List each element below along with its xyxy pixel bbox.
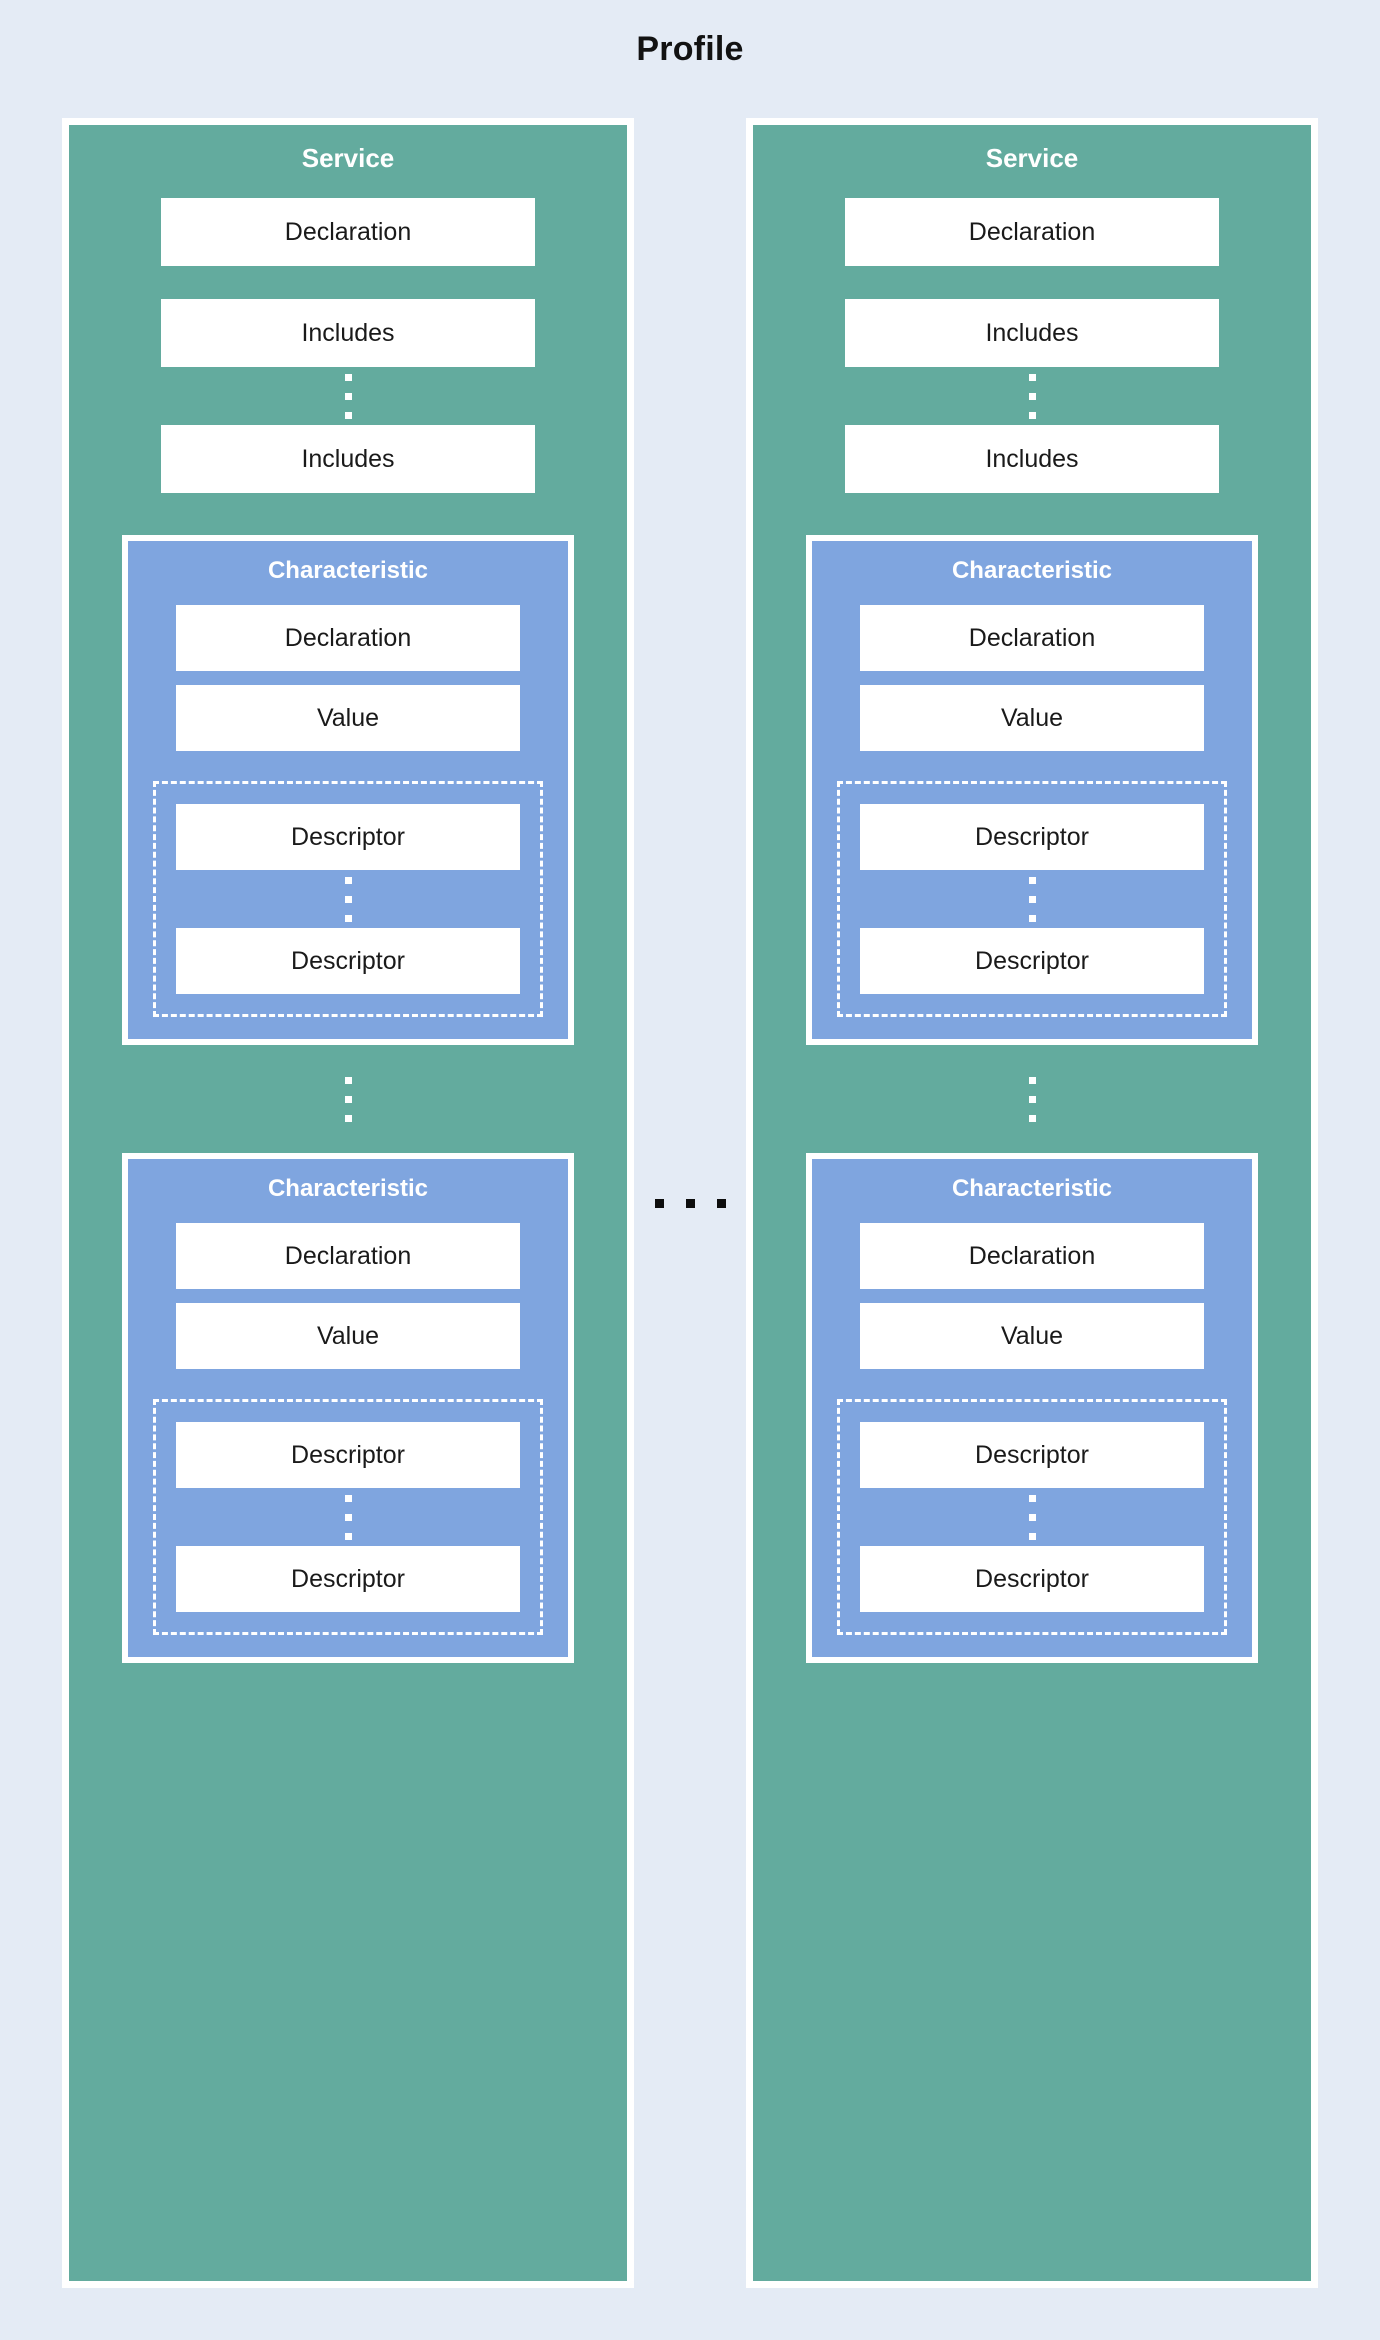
ellipsis-dot: [344, 411, 352, 419]
descriptor-group: Descriptor Descriptor: [837, 781, 1227, 1017]
ellipsis-dot: [654, 1198, 664, 1208]
service-includes-box-last: Includes: [845, 425, 1219, 493]
ellipsis-dot: [1028, 1114, 1036, 1122]
ellipsis-dot: [716, 1198, 726, 1208]
characteristic-value-box: Value: [176, 685, 520, 751]
ellipsis-dot: [1028, 1532, 1036, 1540]
ellipsis-dot: [1028, 1513, 1036, 1521]
characteristic-title: Characteristic: [951, 557, 1113, 584]
ellipsis-dot: [1028, 1095, 1036, 1103]
descriptor-vertical-ellipsis: [1028, 1488, 1036, 1546]
ellipsis-dot: [1028, 373, 1036, 381]
service-block-1: Service Declaration Includes Includes Ch…: [62, 118, 634, 2288]
ellipsis-dot: [344, 1114, 352, 1122]
ellipsis-dot: [1028, 876, 1036, 884]
page-title: Profile: [636, 30, 744, 68]
characteristic-title: Characteristic: [267, 1175, 429, 1202]
services-row: Service Declaration Includes Includes Ch…: [62, 118, 1318, 2288]
characteristic-value-box: Value: [176, 1303, 520, 1369]
characteristics-vertical-ellipsis: [1028, 1063, 1036, 1135]
ellipsis-dot: [344, 914, 352, 922]
characteristic-block-1: Characteristic Declaration Value Descrip…: [122, 535, 574, 1045]
ellipsis-dot: [344, 392, 352, 400]
ellipsis-dot: [344, 895, 352, 903]
services-horizontal-ellipsis-wrap: [638, 118, 742, 2288]
ellipsis-dot: [1028, 914, 1036, 922]
descriptor-box-last: Descriptor: [176, 1546, 520, 1612]
descriptor-box-last: Descriptor: [176, 928, 520, 994]
descriptor-group: Descriptor Descriptor: [837, 1399, 1227, 1635]
ellipsis-dot: [344, 876, 352, 884]
characteristic-block-2: Characteristic Declaration Value Descrip…: [806, 1153, 1258, 1663]
services-horizontal-ellipsis: [644, 1198, 737, 1208]
characteristic-declaration-box: Declaration: [860, 605, 1204, 671]
characteristics-vertical-ellipsis: [344, 1063, 352, 1135]
ellipsis-dot: [1028, 1494, 1036, 1502]
includes-vertical-ellipsis: [1028, 367, 1036, 425]
descriptor-box-first: Descriptor: [176, 1422, 520, 1488]
ellipsis-dot: [344, 1513, 352, 1521]
ellipsis-dot: [344, 1095, 352, 1103]
descriptor-vertical-ellipsis: [344, 1488, 352, 1546]
characteristic-block-1: Characteristic Declaration Value Descrip…: [806, 535, 1258, 1045]
descriptor-box-first: Descriptor: [860, 1422, 1204, 1488]
descriptor-box-first: Descriptor: [860, 804, 1204, 870]
ellipsis-dot: [344, 1494, 352, 1502]
characteristic-title: Characteristic: [951, 1175, 1113, 1202]
characteristic-title: Characteristic: [267, 557, 429, 584]
service-title: Service: [301, 143, 395, 173]
descriptor-box-first: Descriptor: [176, 804, 520, 870]
service-includes-box-first: Includes: [845, 299, 1219, 367]
characteristic-value-box: Value: [860, 685, 1204, 751]
service-includes-box-last: Includes: [161, 425, 535, 493]
service-block-2: Service Declaration Includes Includes Ch…: [746, 118, 1318, 2288]
characteristic-value-box: Value: [860, 1303, 1204, 1369]
service-declaration-box: Declaration: [845, 198, 1219, 266]
ellipsis-dot: [685, 1198, 695, 1208]
includes-vertical-ellipsis: [344, 367, 352, 425]
descriptor-group: Descriptor Descriptor: [153, 781, 543, 1017]
ellipsis-dot: [1028, 392, 1036, 400]
descriptor-vertical-ellipsis: [344, 870, 352, 928]
descriptor-box-last: Descriptor: [860, 1546, 1204, 1612]
characteristic-declaration-box: Declaration: [176, 1223, 520, 1289]
ellipsis-dot: [1028, 895, 1036, 903]
characteristic-declaration-box: Declaration: [176, 605, 520, 671]
service-title: Service: [985, 143, 1079, 173]
descriptor-box-last: Descriptor: [860, 928, 1204, 994]
service-declaration-box: Declaration: [161, 198, 535, 266]
ellipsis-dot: [1028, 1076, 1036, 1084]
ellipsis-dot: [1028, 411, 1036, 419]
ellipsis-dot: [344, 373, 352, 381]
characteristic-block-2: Characteristic Declaration Value Descrip…: [122, 1153, 574, 1663]
characteristic-declaration-box: Declaration: [860, 1223, 1204, 1289]
descriptor-group: Descriptor Descriptor: [153, 1399, 543, 1635]
ellipsis-dot: [344, 1076, 352, 1084]
ellipsis-dot: [344, 1532, 352, 1540]
service-includes-box-first: Includes: [161, 299, 535, 367]
descriptor-vertical-ellipsis: [1028, 870, 1036, 928]
